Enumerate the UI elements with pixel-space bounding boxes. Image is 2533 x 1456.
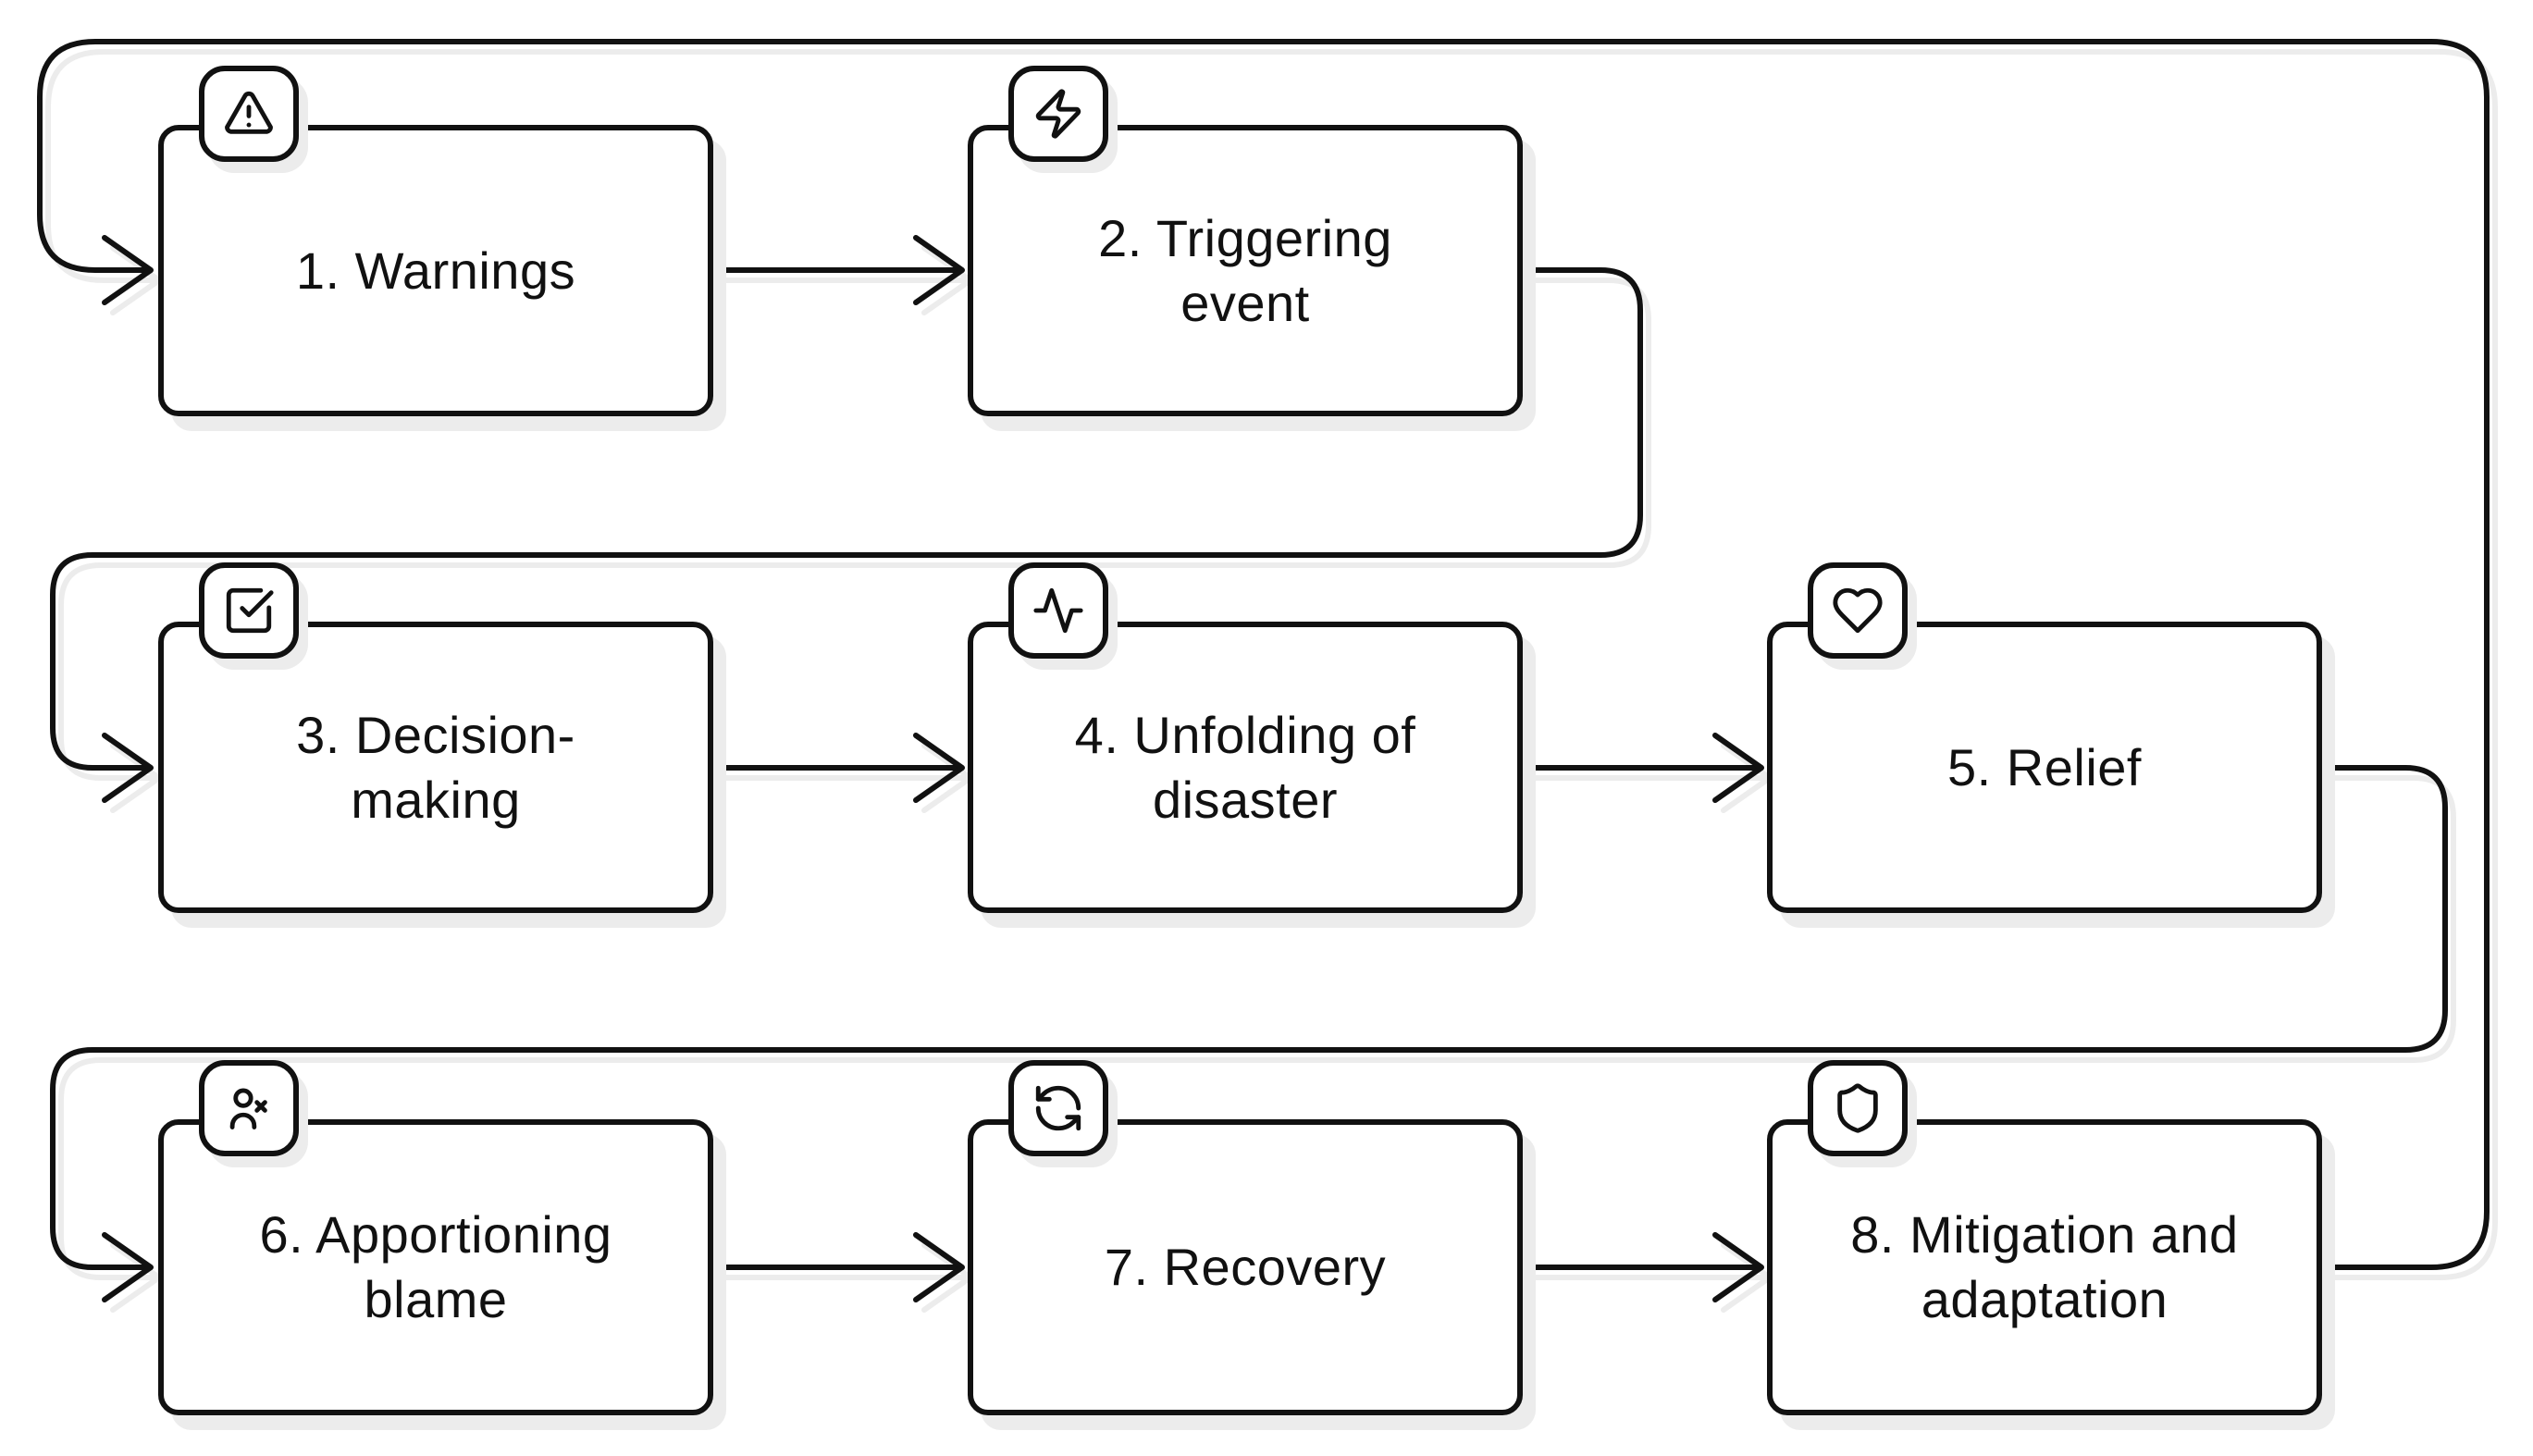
badge-user-x	[199, 1060, 299, 1156]
arrowhead-4-to-5	[1712, 733, 1764, 803]
arrowhead-3-to-4	[913, 733, 965, 803]
arrowhead-8-to-1	[102, 235, 154, 305]
box-8-label: 8. Mitigation and adaptation	[1850, 1205, 2239, 1328]
checkbox-icon	[226, 587, 274, 634]
zap-icon	[1035, 89, 1081, 139]
flow-box-6-apportioning-blame: 6. Apportioning blame	[158, 1060, 713, 1415]
refresh-icon	[1035, 1085, 1081, 1131]
badge-shield	[1808, 1060, 1908, 1156]
badge-zap	[1008, 66, 1108, 162]
flow-box-4-unfolding-of-disaster: 4. Unfolding of disaster	[968, 562, 1523, 913]
flow-box-1-warnings: 1. Warnings	[158, 66, 713, 416]
box-4-label: 4. Unfolding of disaster	[1074, 705, 1416, 829]
box-6-label: 6. Apportioning blame	[259, 1205, 612, 1328]
warning-icon	[225, 91, 273, 134]
badge-heart	[1808, 562, 1908, 659]
box-3-label: 3. Decision- making	[296, 705, 575, 829]
flow-box-5-relief: 5. Relief	[1767, 562, 2322, 913]
activity-icon	[1033, 587, 1083, 634]
flow-box-7-recovery: 7. Recovery	[968, 1060, 1523, 1415]
box-5-label: 5. Relief	[1947, 737, 2142, 796]
flow-box-8-mitigation-and-adaptation: 8. Mitigation and adaptation	[1767, 1060, 2322, 1415]
badge-activity	[1008, 562, 1108, 659]
heart-icon	[1833, 587, 1883, 634]
box-2-label: 2. Triggering event	[1098, 208, 1392, 332]
box-7-label: 7. Recovery	[1104, 1238, 1387, 1296]
badge-checkbox	[199, 562, 299, 659]
user-x-icon	[229, 1088, 267, 1129]
arrowhead-6-to-7	[913, 1232, 965, 1302]
arrowhead-2-to-3	[102, 733, 154, 803]
arrowhead-1-to-2	[913, 235, 965, 305]
arrowhead-5-to-6	[102, 1232, 154, 1302]
badge-warning	[199, 66, 299, 162]
arrowhead-7-to-8	[1712, 1232, 1764, 1302]
wrap-connector-2-to-3	[50, 267, 1643, 771]
badge-refresh	[1008, 1060, 1108, 1156]
shield-icon	[1837, 1083, 1878, 1133]
flow-box-3-decision-making: 3. Decision- making	[158, 562, 713, 913]
wrap-connector-5-to-6	[50, 765, 2448, 1270]
loop-connector-8-to-1	[37, 39, 2490, 1270]
flow-box-2-triggering-event: 2. Triggering event	[968, 66, 1523, 416]
box-1-label: 1. Warnings	[295, 241, 576, 300]
